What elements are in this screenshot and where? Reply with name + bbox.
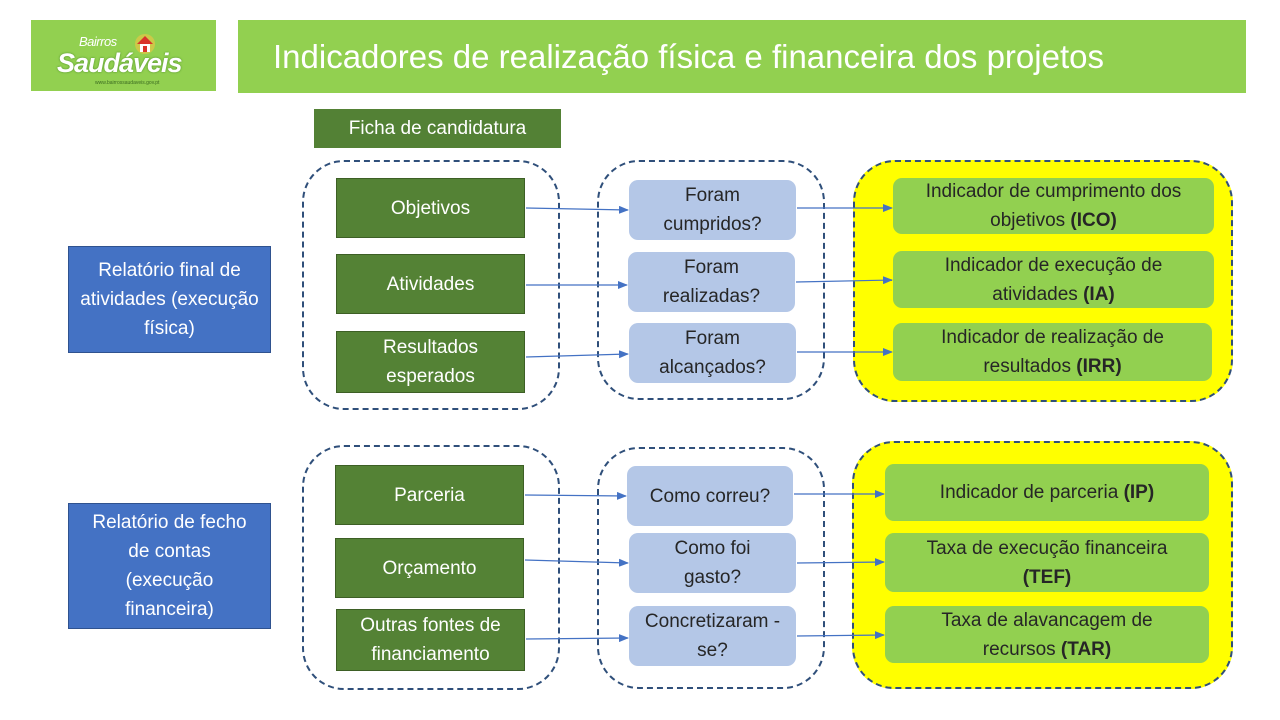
question-box: Foram alcançados? — [629, 323, 796, 383]
indicator-code: (IRR) — [1076, 356, 1122, 377]
indicator-code: (IP) — [1123, 482, 1155, 503]
questions-group-1 — [597, 160, 825, 400]
arrow — [524, 558, 629, 567]
item-box: Atividades — [336, 254, 525, 314]
indicator-label: Indicador de realização de resultados — [941, 327, 1164, 377]
arrow — [525, 205, 629, 214]
indicator-box: Indicador de realização de resultados (I… — [893, 323, 1212, 381]
indicator-label: Indicador de execução de atividades — [944, 254, 1163, 305]
indicator-text: Taxa de alavancagem de recursos (TAR) — [915, 606, 1179, 664]
indicator-text: Indicador de execução de atividades (IA) — [913, 251, 1194, 309]
items-group-2 — [302, 445, 560, 690]
indicator-text: Indicador de parceria (IP) — [940, 478, 1154, 507]
indicator-label: Indicador de parceria — [939, 482, 1119, 503]
arrow — [525, 350, 629, 359]
question-box: Concretizaram -se? — [629, 606, 796, 666]
indicator-label: Indicador de cumprimento dos objetivos — [925, 181, 1182, 231]
page-title: Indicadores de realização física e finan… — [238, 20, 1246, 93]
indicator-label: Taxa de execução financeira — [926, 537, 1168, 559]
arrow — [795, 276, 893, 285]
question-box: Como correu? — [627, 466, 793, 526]
indicator-label: Taxa de alavancagem de recursos — [941, 609, 1153, 660]
ficha-label: Ficha de candidatura — [314, 109, 561, 148]
indicator-text: Taxa de execução financeira (TEF) — [927, 534, 1168, 592]
indicator-box: Indicador de parceria (IP) — [885, 464, 1209, 521]
item-box: Orçamento — [335, 538, 524, 598]
logo-url: www.bairrossaudaveis.gov.pt — [95, 80, 160, 86]
indicator-code: (IA) — [1083, 283, 1115, 305]
house-icon — [135, 34, 155, 54]
arrow — [796, 558, 885, 567]
page-title-text: Indicadores de realização física e finan… — [273, 37, 1104, 75]
logo-main-text: Saudáveis — [57, 48, 183, 78]
question-box: Foram cumpridos? — [629, 180, 796, 240]
logo-small-text: Bairros — [79, 34, 117, 49]
logo: Bairros Saudáveis www.bairrossaudaveis.g… — [31, 20, 216, 91]
source-box-fisica: Relatório final de atividades (execução … — [68, 246, 271, 353]
source-box-financeira: Relatório de fecho de contas (execução f… — [68, 503, 271, 629]
indicator-code: (ICO) — [1070, 210, 1117, 231]
item-box: Resultados esperados — [336, 331, 525, 393]
indicator-box: Taxa de execução financeira (TEF) — [885, 533, 1209, 592]
indicator-box: Indicador de execução de atividades (IA) — [893, 251, 1214, 308]
indicator-code: (TAR) — [1060, 638, 1112, 660]
item-box: Parceria — [335, 465, 524, 525]
item-box: Objetivos — [336, 178, 525, 238]
arrow — [524, 491, 627, 500]
indicator-code: (TEF) — [1022, 566, 1072, 588]
arrow — [796, 631, 885, 640]
indicator-text: Indicador de realização de resultados (I… — [913, 323, 1192, 381]
questions-group-2 — [597, 447, 825, 689]
indicator-box: Indicador de cumprimento dos objetivos (… — [893, 178, 1214, 234]
item-box: Outras fontes de financiamento — [336, 609, 525, 671]
question-box: Foram realizadas? — [628, 252, 795, 312]
indicator-text: Indicador de cumprimento dos objetivos (… — [913, 177, 1194, 235]
arrow — [525, 634, 629, 643]
question-box: Como foi gasto? — [629, 533, 796, 593]
indicator-box: Taxa de alavancagem de recursos (TAR) — [885, 606, 1209, 663]
